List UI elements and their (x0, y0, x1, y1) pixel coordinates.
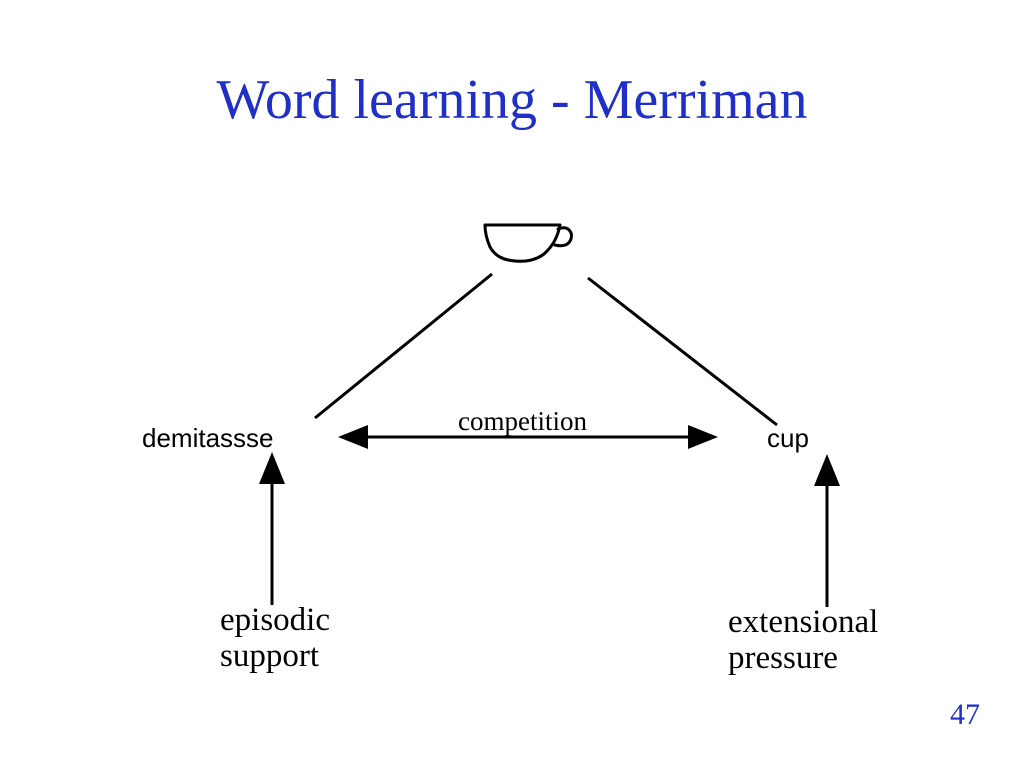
competition-double-arrow (338, 425, 718, 449)
link-line-demitasse (314, 272, 493, 420)
word-node-cup: cup (767, 423, 809, 453)
teacup-icon (483, 223, 573, 263)
word-node-demitasse: demitassse (142, 423, 274, 453)
slide-title: Word learning - Merriman (216, 69, 808, 131)
extensional-pressure-arrow (814, 454, 840, 607)
relation-label: competition (458, 406, 587, 436)
influence-left-line1: episodic (220, 602, 330, 638)
influence-label-right: extensional pressure (728, 604, 878, 676)
episodic-support-arrow (259, 452, 285, 605)
influence-right-line2: pressure (728, 640, 838, 676)
link-line-cup (587, 276, 778, 427)
influence-right-line1: extensional (728, 604, 879, 640)
influence-left-line2: support (220, 638, 319, 674)
page-number: 47 (950, 698, 980, 731)
influence-label-left: episodic support (220, 602, 330, 674)
